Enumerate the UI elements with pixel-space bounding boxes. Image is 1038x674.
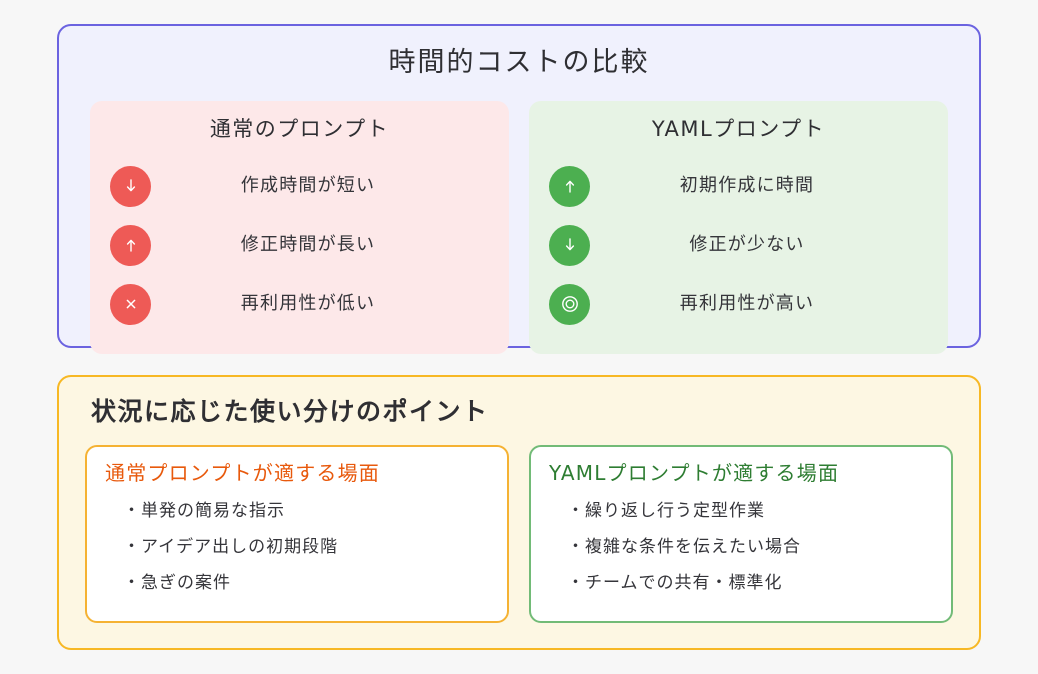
list-item: ・アイデア出しの初期段階 [123,537,339,557]
list-item: ・チームでの共有・標準化 [567,573,783,593]
arrow-up-icon [549,165,590,207]
card-yaml-prompt-scenarios: YAMLプロンプトが適する場面 ・繰り返し行う定型作業 ・複雑な条件を伝えたい場… [529,445,953,623]
card-yaml-prompt-title: YAMLプロンプトが適する場面 [549,461,840,485]
point-row: 初期作成に時間 [529,157,948,216]
point-label: 作成時間が短い [240,175,376,197]
arrow-down-icon [549,224,590,266]
point-label: 再利用性が低い [240,293,376,315]
point-label: 修正が少ない [689,234,805,256]
card-normal-prompt-list: ・単発の簡易な指示 ・アイデア出しの初期段階 ・急ぎの案件 [105,493,489,601]
card-normal-prompt-scenarios: 通常プロンプトが適する場面 ・単発の簡易な指示 ・アイデア出しの初期段階 ・急ぎ… [85,445,509,623]
panel-yaml-prompt-title: YAMLプロンプト [651,117,826,142]
point-row: 再利用性が高い [529,275,948,334]
arrow-down-icon [110,165,151,207]
card-yaml-prompt-list: ・繰り返し行う定型作業 ・複雑な条件を伝えたい場合 ・チームでの共有・標準化 [549,493,933,601]
usage-guidance-section: 状況に応じた使い分けのポイント 通常プロンプトが適する場面 ・単発の簡易な指示 … [57,375,981,650]
point-row: 修正時間が長い [90,216,509,275]
list-item: ・急ぎの案件 [123,573,231,593]
double-circle-icon [549,283,590,325]
point-label: 修正時間が長い [240,234,376,256]
point-label: 再利用性が高い [679,293,815,315]
panel-normal-prompt-title: 通常のプロンプト [209,117,390,142]
panel-normal-prompt: 通常のプロンプト 作成時間が短い [90,101,509,354]
card-normal-prompt-title: 通常プロンプトが適する場面 [105,461,380,485]
comparison-panels: 通常のプロンプト 作成時間が短い [59,101,979,354]
comparison-title: 時間的コストの比較 [388,47,650,78]
close-x-icon [110,283,151,325]
time-cost-comparison-section: 時間的コストの比較 通常のプロンプト 作成時間が短い [57,24,981,354]
usage-title: 状況に応じた使い分けのポイント [91,397,489,426]
usage-cards: 通常プロンプトが適する場面 ・単発の簡易な指示 ・アイデア出しの初期段階 ・急ぎ… [85,445,953,623]
panel-yaml-prompt: YAMLプロンプト 初期作成に時間 [529,101,948,354]
arrow-up-icon [110,224,151,266]
point-row: 修正が少ない [529,216,948,275]
point-row: 作成時間が短い [90,157,509,216]
list-item: ・繰り返し行う定型作業 [567,501,765,521]
point-label: 初期作成に時間 [679,175,815,197]
list-item: ・単発の簡易な指示 [123,501,285,521]
point-row: 再利用性が低い [90,275,509,334]
list-item: ・複雑な条件を伝えたい場合 [567,537,801,557]
